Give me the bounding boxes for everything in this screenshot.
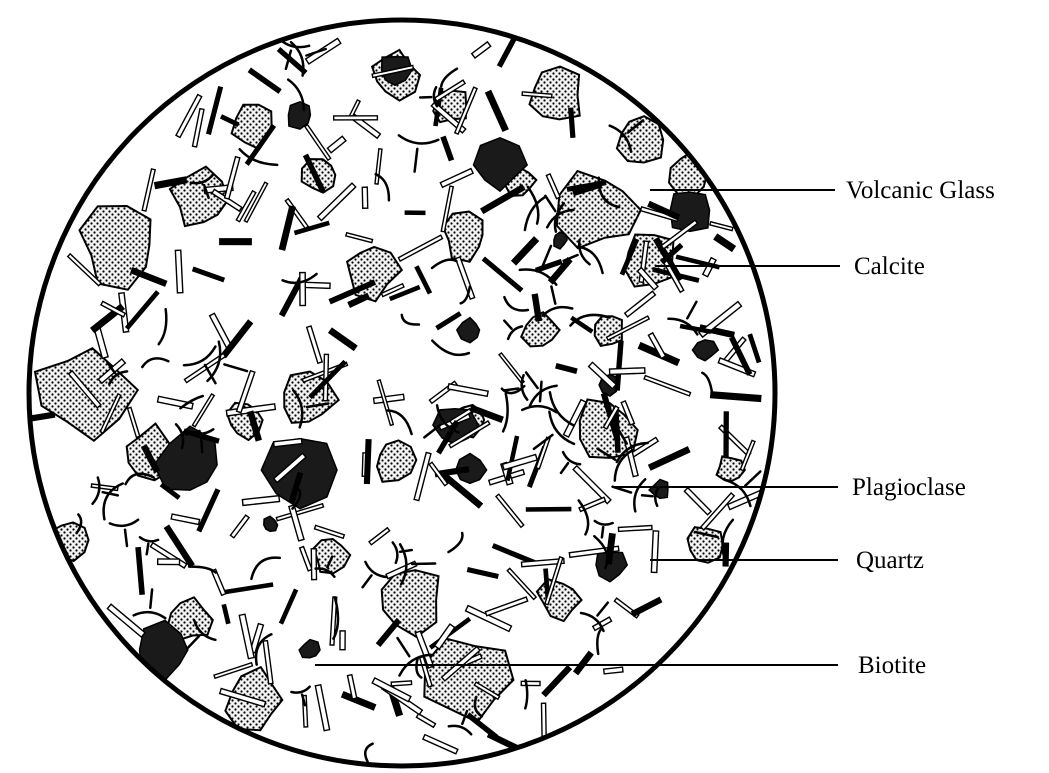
plagioclase-lath <box>526 508 570 512</box>
label-plagioclase: Plagioclase <box>852 474 966 501</box>
label-biotite: Biotite <box>858 652 926 679</box>
plagioclase-lath <box>334 116 378 120</box>
plagioclase-lath <box>365 440 371 484</box>
plagioclase-lath <box>724 412 728 458</box>
plagioclase-lath <box>405 211 425 214</box>
plagioclase-lath <box>158 559 180 565</box>
plagioclase-lath <box>521 681 540 685</box>
label-quartz: Quartz <box>856 547 924 574</box>
plagioclase-lath <box>604 667 623 674</box>
plagioclase-lath <box>220 239 251 245</box>
plagioclase-lath <box>300 273 306 306</box>
plagioclase-lath <box>362 187 367 208</box>
plagioclase-lath <box>610 368 645 375</box>
plagioclase-lath <box>175 250 182 293</box>
plagioclase-lath <box>651 531 658 573</box>
labels: Volcanic Glass Calcite Plagioclase Quart… <box>846 177 995 679</box>
field-of-view <box>29 20 775 766</box>
plagioclase-lath <box>340 631 345 650</box>
label-calcite: Calcite <box>854 253 925 280</box>
plagioclase-lath <box>391 681 411 686</box>
label-volcanic-glass: Volcanic Glass <box>846 177 995 204</box>
plagioclase-lath <box>311 549 316 580</box>
plagioclase-lath <box>541 703 546 739</box>
